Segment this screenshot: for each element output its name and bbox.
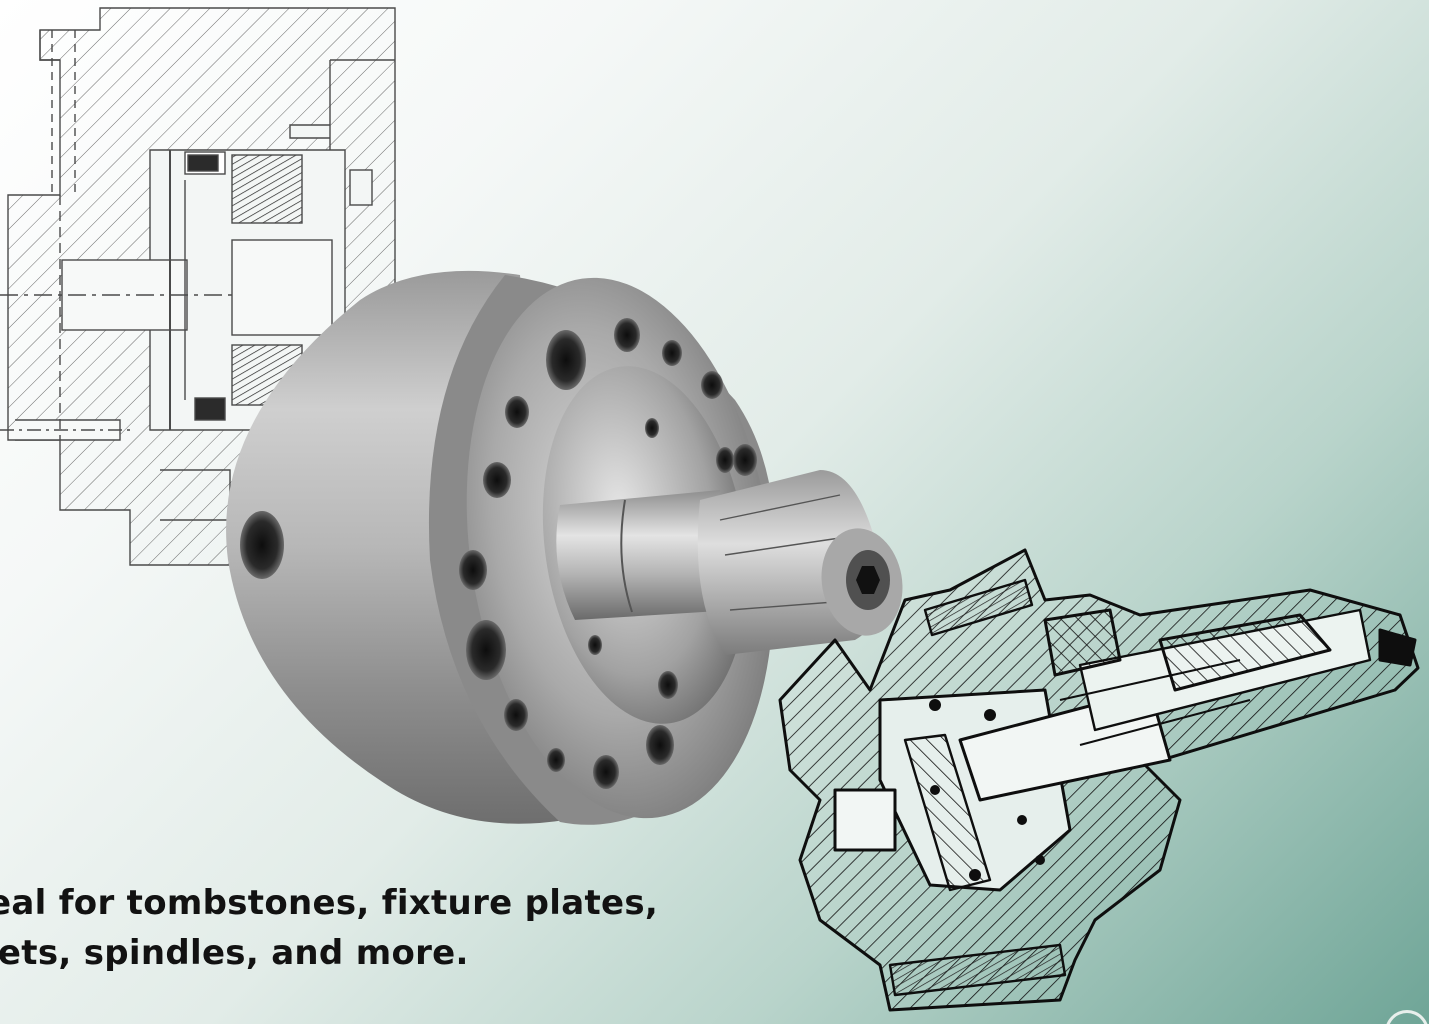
- tagline-line-1: eal for tombstones, fixture plates,: [0, 883, 659, 923]
- product-photo-clamp: [226, 270, 903, 825]
- tagline: eal for tombstones, fixture plates, llet…: [0, 878, 658, 978]
- cross-section-drawing-right: [778, 548, 1420, 1012]
- tagline-line-2: llets, spindles, and more.: [0, 933, 469, 973]
- cross-section-drawing-left: [0, 7, 396, 566]
